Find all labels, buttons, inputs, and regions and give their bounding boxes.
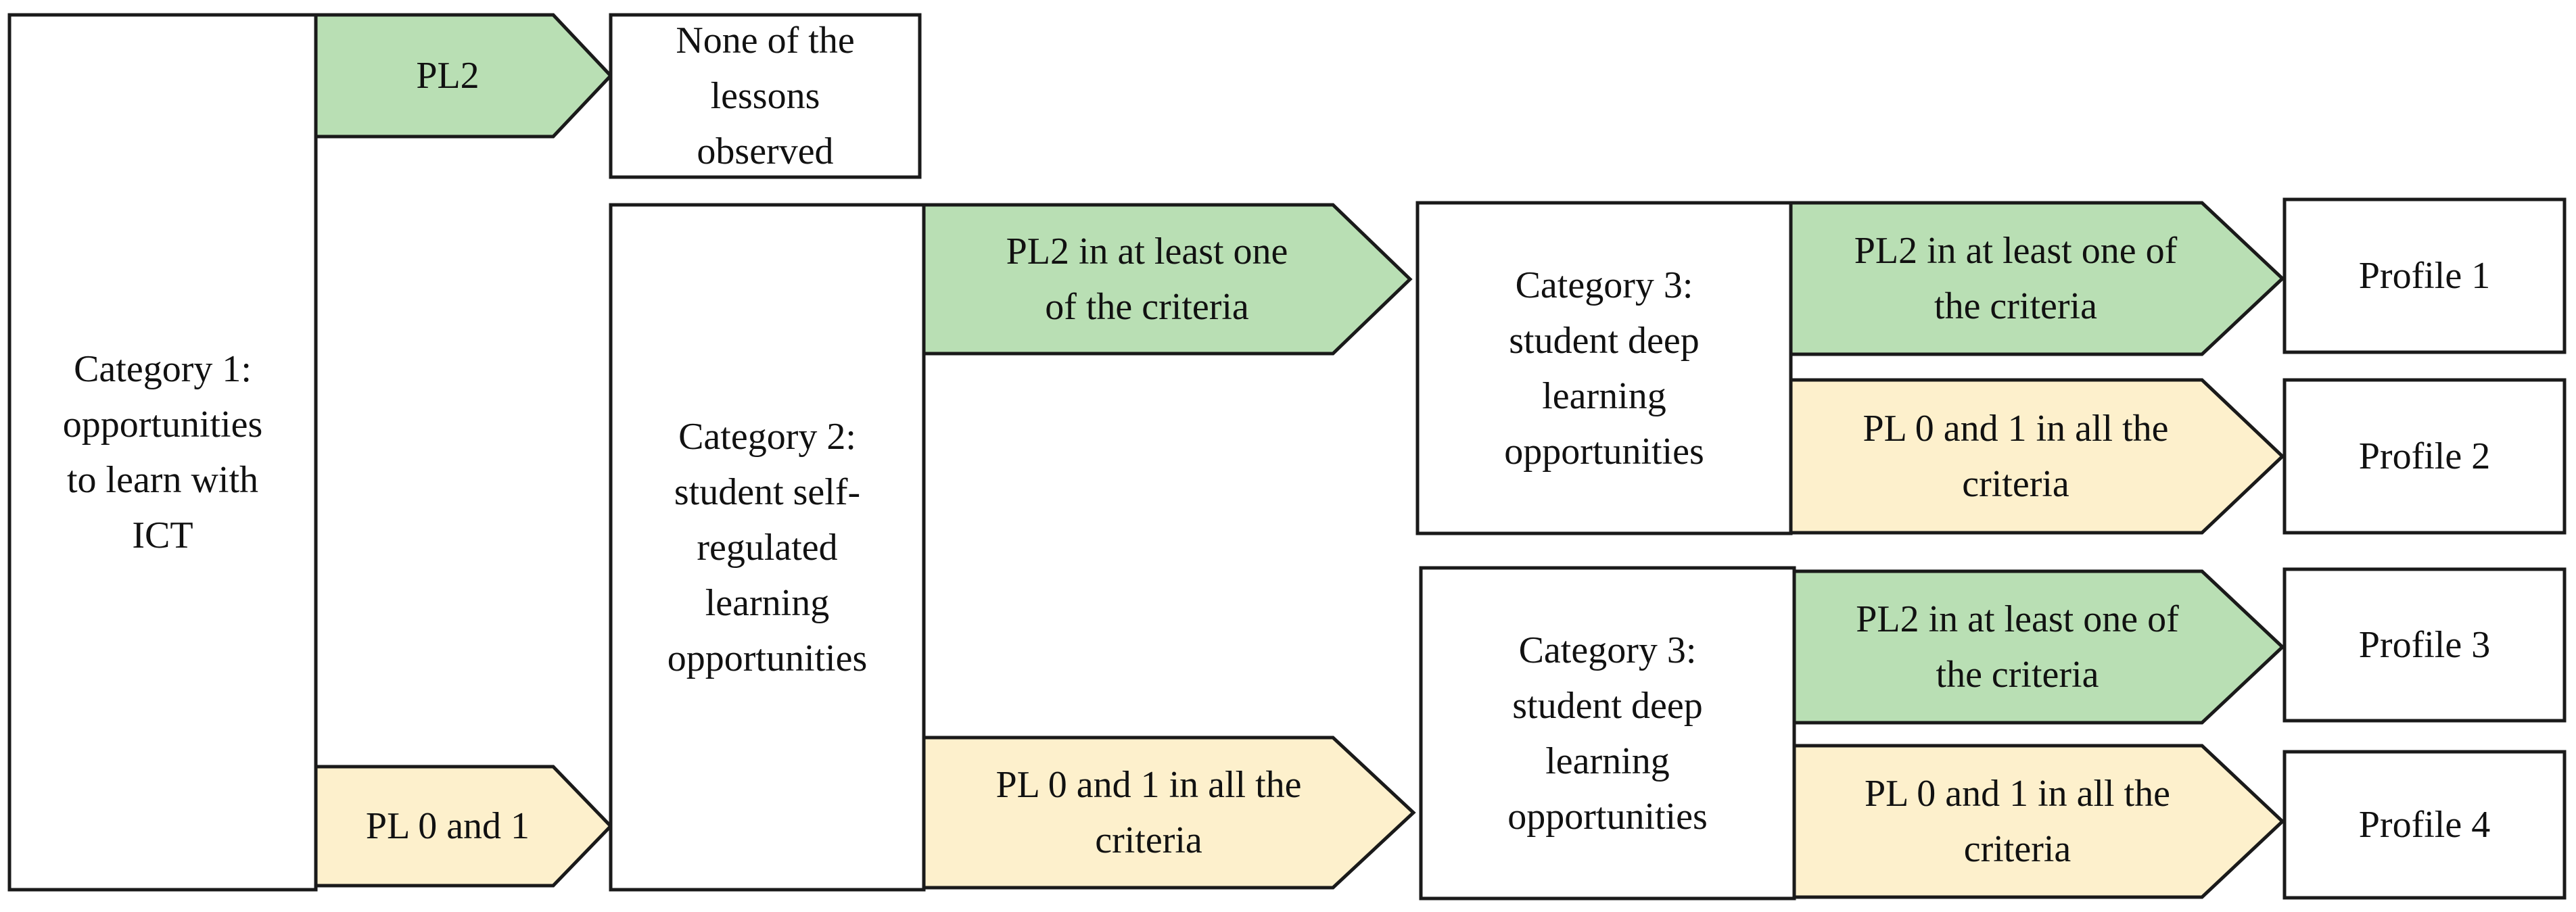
profile-4-label: Profile 4 [2358, 804, 2491, 846]
profile-1-box [2282, 197, 2567, 354]
pl2-arrow-label: PL2 [416, 55, 479, 97]
profile-2-label: Profile 2 [2358, 435, 2491, 477]
profile-3-label: Profile 3 [2358, 624, 2491, 666]
pl01-arrow-shape [314, 765, 613, 888]
category3-top-box [1415, 201, 1793, 535]
pl2-arrow-shape [314, 13, 613, 139]
category3-bottom-label: Category 3: student deep learning opport… [1507, 629, 1708, 838]
cat3a-green-arrow-shape [1789, 201, 2285, 356]
cat2-green-arrow-shape [922, 203, 1413, 356]
cat3b-yellow-arrow-label: PL 0 and 1 in all the criteria [1864, 773, 2171, 870]
profile-3-box [2282, 567, 2567, 723]
category2-box [609, 203, 926, 892]
cat3a-green-arrow-label: PL2 in at least one of the criteria [1854, 230, 2178, 327]
pl01-arrow-label: PL 0 and 1 [365, 805, 530, 847]
cat2-yellow-arrow-shape [922, 736, 1416, 890]
category2-label: Category 2: student self- regulated lear… [667, 415, 868, 679]
category1-box [7, 13, 318, 892]
cat3b-green-arrow-label: PL2 in at least one of the criteria [1856, 598, 2179, 696]
profile-4-box [2282, 750, 2567, 900]
none-box-label: None of the lessons observed [676, 20, 855, 172]
category3-top-label: Category 3: student deep learning opport… [1504, 264, 1704, 473]
profile-1-label: Profile 1 [2358, 255, 2491, 297]
category1-label: Category 1: opportunities to learn with … [62, 348, 263, 556]
profile-2-box [2282, 378, 2567, 535]
category3-bottom-box [1419, 566, 1796, 901]
cat3a-yellow-arrow-label: PL 0 and 1 in all the criteria [1863, 408, 2169, 505]
cat2-green-arrow-label: PL2 in at least one of the criteria [1006, 231, 1288, 328]
cat3a-yellow-arrow-shape [1789, 378, 2285, 535]
none-box-shape [609, 13, 922, 179]
cat2-yellow-arrow-label: PL 0 and 1 in all the criteria [996, 764, 1302, 861]
cat3b-yellow-arrow-shape [1792, 744, 2285, 899]
cat3b-green-arrow-shape [1792, 569, 2285, 725]
